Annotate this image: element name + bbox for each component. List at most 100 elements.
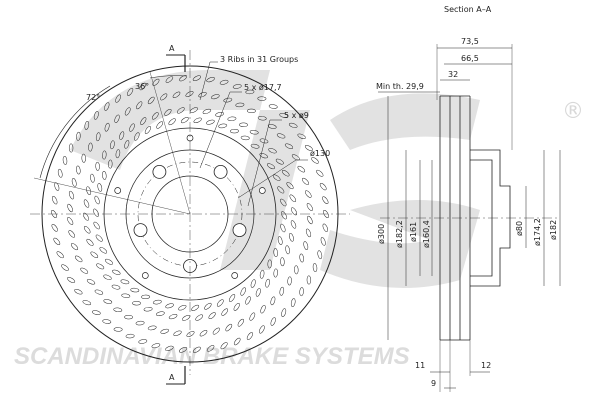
vent-hole — [273, 268, 278, 278]
vent-hole — [320, 237, 326, 246]
vent-hole — [81, 153, 86, 163]
vent-hole — [168, 118, 176, 126]
vent-hole — [268, 148, 277, 154]
vent-hole — [112, 269, 121, 275]
pcd-callout: ø130 — [310, 149, 330, 158]
vent-hole — [272, 174, 281, 181]
vent-hole — [156, 311, 165, 317]
vent-hole — [147, 96, 155, 105]
vent-hole — [140, 117, 147, 126]
vent-hole — [208, 312, 216, 320]
vent-hole — [138, 339, 148, 344]
vent-hole — [86, 238, 94, 246]
vent-hole — [239, 122, 248, 127]
vent-hole — [165, 76, 174, 83]
vent-hole — [277, 236, 283, 245]
vent-hole — [83, 199, 90, 208]
vent-hole — [57, 168, 63, 178]
vent-hole — [199, 330, 208, 337]
vent-hole — [90, 173, 95, 183]
vent-hole — [316, 169, 324, 177]
vent-hole-pattern — [51, 75, 329, 353]
vent-hole — [232, 84, 242, 89]
vent-hole — [233, 337, 241, 346]
vent-hole — [104, 122, 110, 132]
vent-hole — [108, 159, 113, 169]
vent-hole — [74, 255, 83, 263]
vent-hole — [246, 108, 256, 114]
registered-mark: ® — [562, 99, 584, 124]
vent-hole — [322, 223, 328, 232]
vent-hole — [245, 89, 255, 95]
vent-hole — [83, 225, 91, 234]
bolt-hole — [213, 164, 228, 179]
vent-hole — [319, 182, 327, 191]
vent-hole — [301, 177, 310, 185]
bolt-hole-callout: 5 x ø17,7 — [244, 83, 282, 92]
vent-hole — [227, 116, 237, 121]
leader-pcd — [237, 159, 308, 199]
vent-hole — [164, 108, 172, 116]
vent-hole — [220, 342, 228, 350]
vent-hole — [68, 230, 75, 238]
vent-hole — [124, 140, 130, 149]
vent-hole — [212, 327, 220, 335]
vent-hole — [215, 111, 224, 117]
vent-hole — [250, 143, 260, 149]
vent-hole — [172, 91, 181, 98]
vent-hole — [312, 263, 318, 273]
ribs-callout: 3 Ribs in 31 Groups — [220, 55, 298, 64]
vent-hole — [93, 208, 99, 217]
vent-hole — [185, 91, 194, 97]
vent-hole — [86, 186, 92, 196]
vent-hole — [76, 131, 81, 141]
vent-hole — [179, 346, 188, 353]
vent-hole — [103, 274, 112, 280]
vent-hole — [56, 251, 64, 259]
vent-hole — [53, 237, 61, 246]
vent-hole — [70, 243, 79, 251]
diameter-160-4: ø160,4 — [422, 220, 431, 248]
min-thickness-label: Min th. 29,9 — [376, 82, 424, 91]
vent-hole — [186, 331, 195, 337]
diameter-174-2: ø174,2 — [533, 218, 542, 246]
angle-label-36: 36° — [135, 82, 149, 91]
vent-hole — [193, 117, 202, 124]
vent-hole — [249, 129, 259, 135]
vent-hole — [317, 250, 323, 260]
vent-hole — [82, 300, 92, 306]
vent-hole — [74, 288, 83, 295]
vent-hole — [195, 314, 204, 321]
vent-hole — [173, 330, 182, 336]
vent-hole — [125, 333, 135, 339]
vent-hole — [168, 314, 178, 320]
vent-hole — [322, 196, 329, 205]
vent-hole — [80, 267, 89, 274]
vent-hole — [121, 293, 131, 299]
vent-hole — [259, 153, 268, 159]
vent-hole — [88, 142, 93, 152]
vent-hole — [76, 165, 81, 175]
vent-hole — [93, 221, 100, 230]
vent-hole — [306, 275, 312, 285]
vent-hole — [84, 121, 90, 130]
vent-hole — [71, 178, 77, 187]
vent-hole — [245, 296, 251, 305]
vent-hole — [287, 276, 292, 286]
leader-bolt-holes — [199, 91, 242, 169]
locating-hole — [258, 187, 266, 194]
vent-hole — [103, 299, 113, 304]
vent-hole — [115, 94, 121, 103]
angle-line-36 — [149, 71, 191, 215]
vent-hole — [83, 212, 89, 221]
vent-hole — [266, 163, 276, 170]
front-view — [30, 50, 350, 385]
vent-hole — [143, 307, 153, 312]
bolt-hole — [232, 223, 247, 238]
vent-hole — [290, 298, 296, 307]
vent-hole — [206, 345, 215, 352]
vent-hole — [180, 117, 189, 124]
vent-hole — [68, 190, 75, 200]
vent-hole — [273, 248, 278, 258]
